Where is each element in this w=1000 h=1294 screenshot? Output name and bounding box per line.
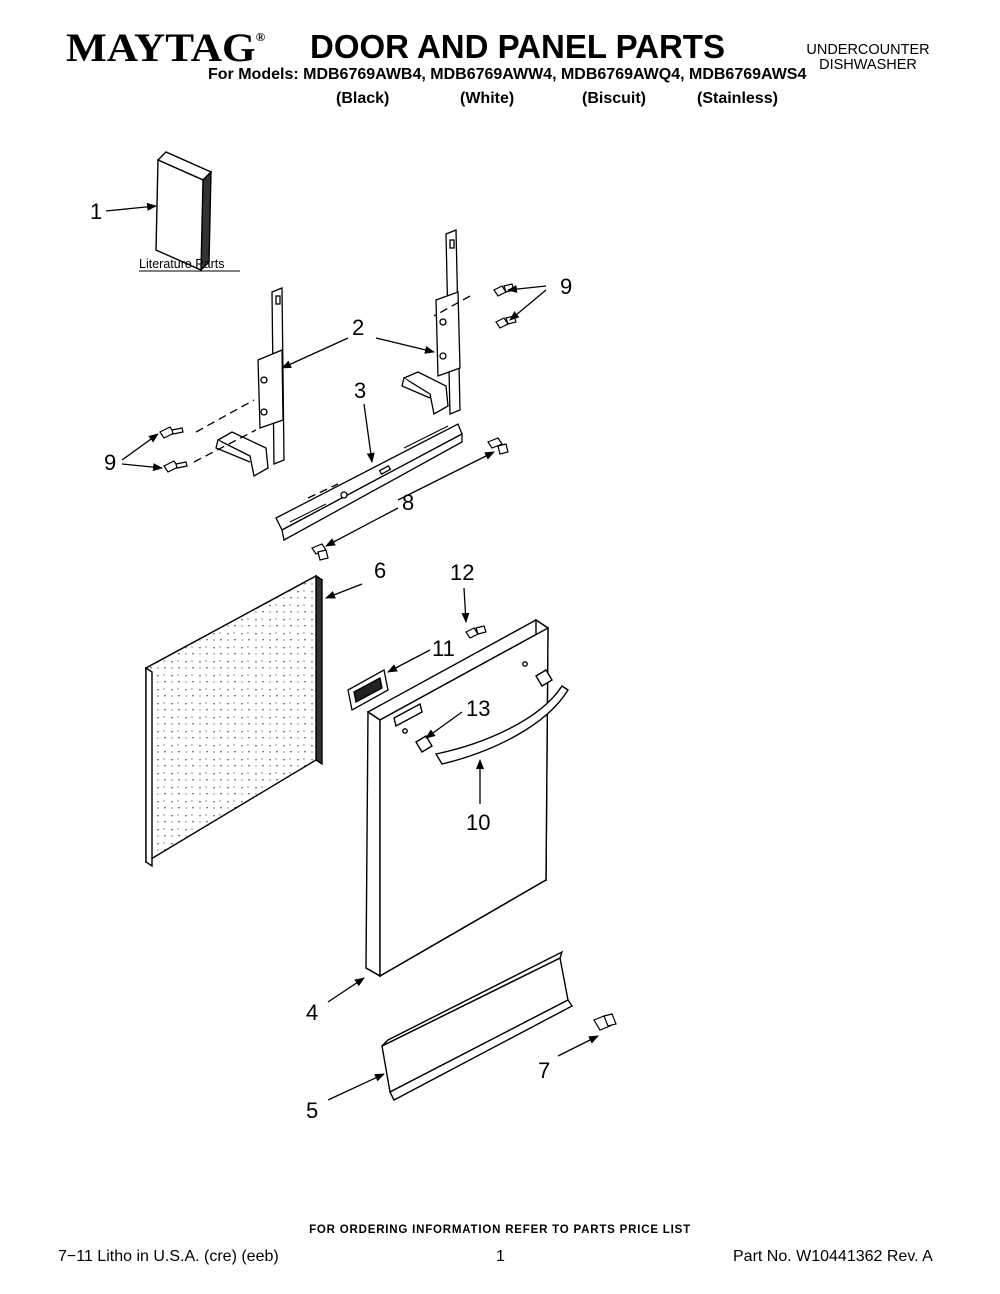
brand-name: MAYTAG xyxy=(66,25,256,70)
callout-1: 1 xyxy=(90,199,102,224)
part-insulation-panel xyxy=(144,574,324,868)
variant-white: (White) xyxy=(460,90,515,107)
part-door-rail xyxy=(275,423,463,541)
variant-biscuit: (Biscuit) xyxy=(582,90,646,107)
callout-13: 13 xyxy=(466,696,490,721)
part-lower-access-panel xyxy=(381,950,574,1101)
callout-12: 12 xyxy=(450,560,474,585)
model-list: For Models: MDB6769AWB4, MDB6769AWW4, MD… xyxy=(208,66,807,83)
callout-9-left: 9 xyxy=(104,450,116,475)
page-number: 1 xyxy=(496,1248,505,1265)
part-literature-booklet xyxy=(155,151,213,272)
leader-lines xyxy=(105,202,599,1101)
product-line-2: DISHWASHER xyxy=(819,57,917,73)
screws-rail xyxy=(311,437,509,561)
variant-stainless: (Stainless) xyxy=(697,90,778,107)
registered-mark: ® xyxy=(255,30,266,44)
part-left-mounting-bracket xyxy=(215,287,285,478)
part-panel-screw xyxy=(593,1013,617,1031)
variant-black: (Black) xyxy=(336,90,390,107)
part-handle-screw xyxy=(465,625,487,639)
product-type: UNDERCOUNTER DISHWASHER xyxy=(798,43,938,73)
callout-9-right: 9 xyxy=(560,274,572,299)
product-line-1: UNDERCOUNTER xyxy=(806,42,930,58)
screws-right-bracket xyxy=(493,283,517,329)
part-number: Part No. W10441362 Rev. A xyxy=(733,1248,933,1265)
part-right-mounting-bracket xyxy=(401,229,461,416)
callout-2: 2 xyxy=(352,315,364,340)
callout-6: 6 xyxy=(374,558,386,583)
callout-7: 7 xyxy=(538,1058,550,1083)
ordering-note: FOR ORDERING INFORMATION REFER TO PARTS … xyxy=(309,1224,691,1236)
screws-left-bracket xyxy=(159,426,188,473)
part-outer-door xyxy=(365,618,550,978)
callout-3: 3 xyxy=(354,378,366,403)
part-control-badge xyxy=(347,668,389,712)
callout-8: 8 xyxy=(402,490,414,515)
page-title: DOOR AND PANEL PARTS xyxy=(310,28,725,65)
literature-label: Literature Parts xyxy=(139,257,224,271)
callout-11: 11 xyxy=(432,636,455,661)
callout-4: 4 xyxy=(306,1000,318,1025)
litho-info: 7−11 Litho in U.S.A. (cre) (eeb) xyxy=(58,1248,279,1265)
part-door-handle xyxy=(402,661,569,765)
brand-logo: MAYTAG® xyxy=(66,24,265,71)
callout-10: 10 xyxy=(466,810,490,835)
callout-5: 5 xyxy=(306,1098,318,1123)
